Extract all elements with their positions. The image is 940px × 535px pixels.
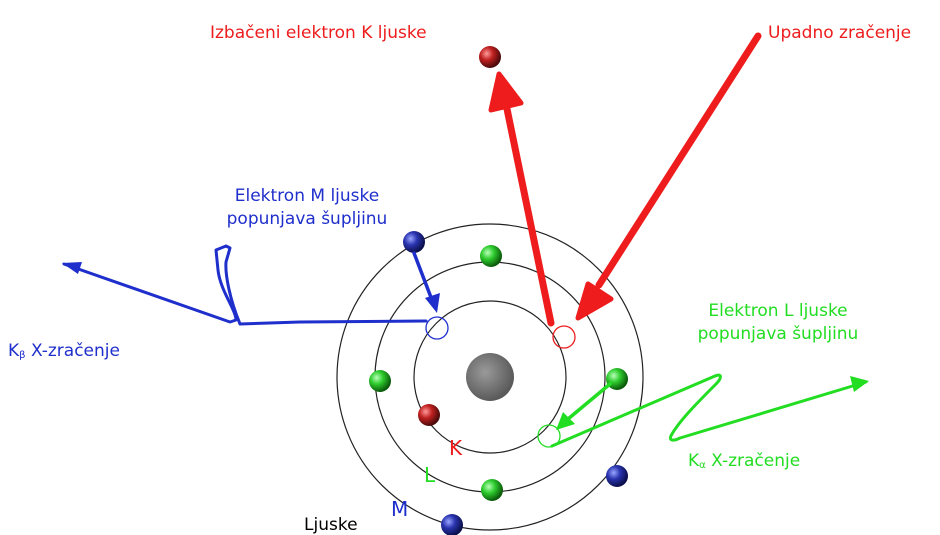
electron-l-bottom [481,479,503,501]
l-electron-transition-arrow [556,382,612,430]
electron-m-bottom [441,514,463,535]
electron-m-top-left [403,231,425,253]
ejected-electron-label: Izbačeni elektron K ljuske [210,23,427,43]
ejected-electron-arrow [488,71,555,327]
l-electron-label-line2: popunjava šupljinu [698,324,859,344]
incident-radiation-label: Upadno zračenje [768,23,911,43]
electron-k-lower-left [418,404,440,426]
m-electron-transition-arrow [412,251,440,313]
k-vacancy [552,325,576,349]
nucleus [466,353,514,401]
kbeta-photon-arrow [62,244,428,326]
electron-l-top [480,245,502,267]
electron-l-left [369,370,391,392]
m-electron-label-line2: popunjava šupljinu [227,209,388,229]
incident-radiation-arrow [575,32,762,321]
kalpha-label: Kα X-zračenje [688,451,800,471]
vacancies [425,316,576,448]
shell-l-label: L [424,463,436,487]
m-to-l-vacancy [425,316,449,340]
m-electron-label-line1: Elektron M ljuske [235,186,379,206]
shell-m-label: M [391,497,408,521]
shell-k-label: K [449,436,463,460]
shell-m-orbit [336,223,644,531]
shell-k-orbit [413,300,567,454]
shells-label: Ljuske [304,515,358,535]
electron-m-bottom-right [606,465,628,487]
kalpha-photon-arrow [550,373,869,448]
l-electron-label-line1: Elektron L ljuske [708,301,847,321]
l-to-k-vacancy [537,424,561,448]
ejected-electron [479,46,501,68]
kbeta-label: Kβ X-zračenje [8,341,120,361]
